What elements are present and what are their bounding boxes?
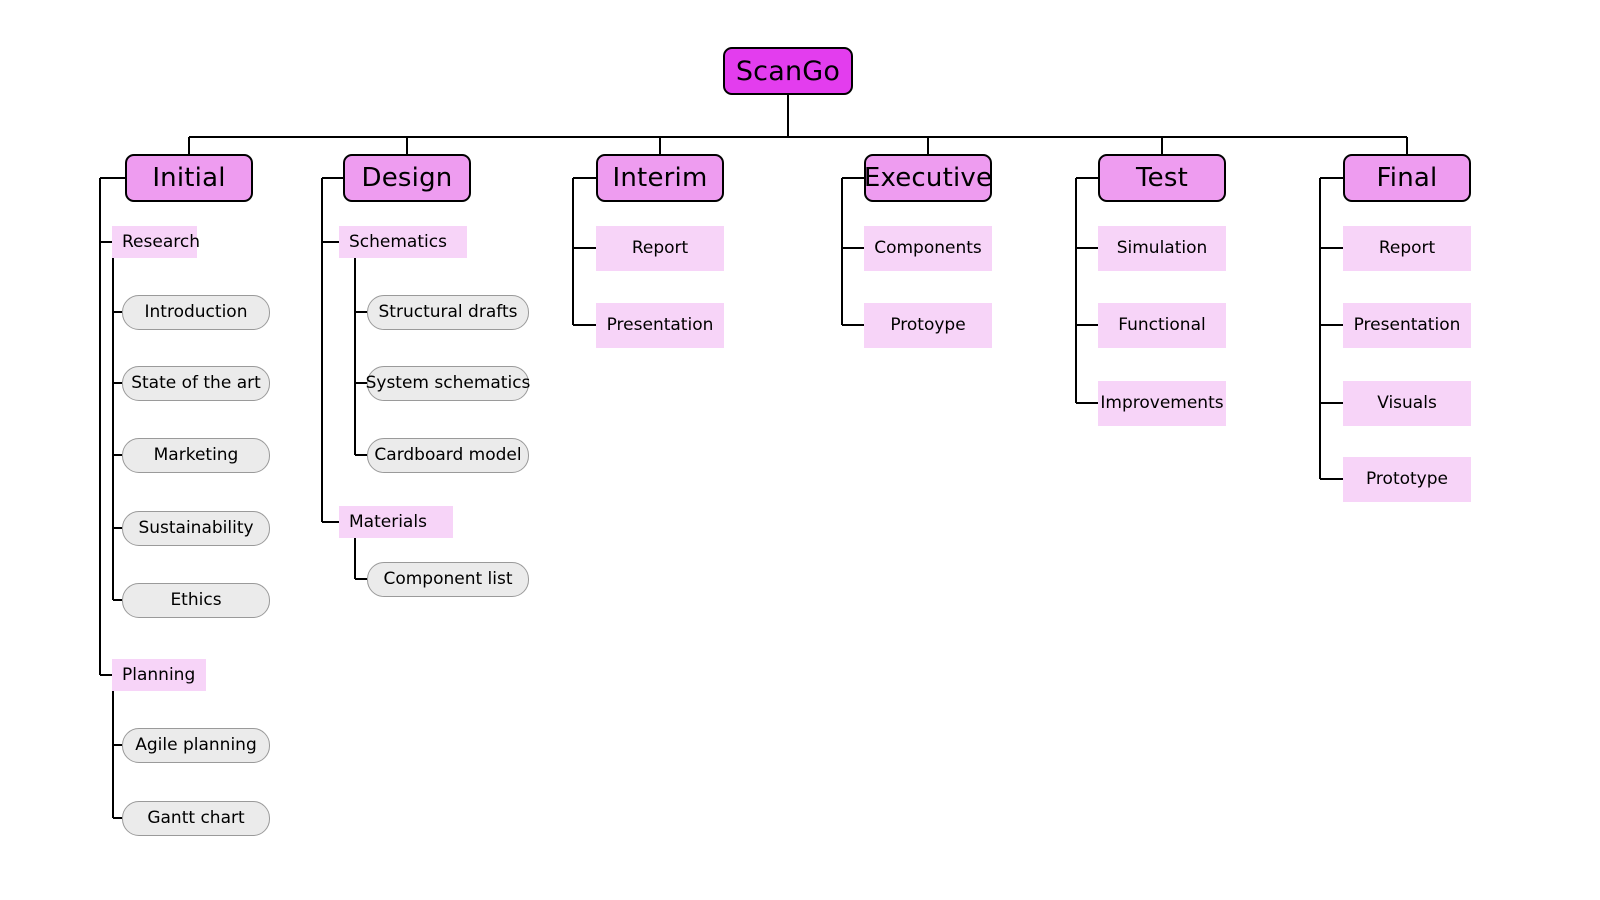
node-materials[interactable]: Materials: [339, 506, 453, 538]
node-label: Presentation: [606, 315, 714, 335]
node-label: Components: [874, 238, 982, 258]
node-label: Gantt chart: [147, 808, 245, 828]
node-final[interactable]: Final: [1343, 154, 1471, 202]
node-visuals[interactable]: Visuals: [1343, 381, 1471, 426]
node-label: Design: [361, 163, 453, 193]
node-interim[interactable]: Interim: [596, 154, 724, 202]
node-label: Executive: [863, 163, 993, 193]
node-state-of-the-art[interactable]: State of the art: [122, 366, 270, 401]
node-agile-planning[interactable]: Agile planning: [122, 728, 270, 763]
node-label: Prototype: [1365, 469, 1448, 489]
node-label: Report: [631, 238, 689, 258]
node-label: Component list: [383, 569, 513, 589]
node-label: Test: [1135, 163, 1188, 193]
node-label: Report: [1378, 238, 1436, 258]
node-label: Sustainability: [138, 518, 254, 538]
node-label: Materials: [349, 511, 427, 532]
node-research[interactable]: Research: [112, 226, 200, 258]
node-component-list[interactable]: Component list: [367, 562, 529, 597]
node-structural-drafts[interactable]: Structural drafts: [367, 295, 529, 330]
node-label: Protoype: [890, 315, 966, 335]
node-gantt-chart[interactable]: Gantt chart: [122, 801, 270, 836]
node-improvements[interactable]: Improvements: [1098, 381, 1226, 426]
node-label: ScanGo: [735, 55, 841, 87]
node-ethics[interactable]: Ethics: [122, 583, 270, 618]
node-planning[interactable]: Planning: [112, 659, 206, 691]
node-label: Final: [1376, 163, 1438, 193]
node-interim-present[interactable]: Presentation: [596, 303, 724, 348]
node-marketing[interactable]: Marketing: [122, 438, 270, 473]
node-label: Improvements: [1100, 393, 1224, 413]
root-node-root[interactable]: ScanGo: [723, 47, 853, 95]
node-protoype[interactable]: Protoype: [864, 303, 992, 348]
node-components[interactable]: Components: [864, 226, 992, 271]
node-interim-report[interactable]: Report: [596, 226, 724, 271]
node-label: Marketing: [153, 445, 239, 465]
node-label: Planning: [122, 664, 196, 685]
node-label: Ethics: [170, 590, 222, 610]
node-label: Initial: [152, 163, 226, 193]
node-test[interactable]: Test: [1098, 154, 1226, 202]
node-label: Visuals: [1377, 393, 1437, 413]
node-schematics[interactable]: Schematics: [339, 226, 467, 258]
node-label: Simulation: [1116, 238, 1208, 258]
node-cardboard-model[interactable]: Cardboard model: [367, 438, 529, 473]
node-label: System schematics: [365, 373, 531, 393]
node-final-present[interactable]: Presentation: [1343, 303, 1471, 348]
node-design[interactable]: Design: [343, 154, 471, 202]
node-label: State of the art: [131, 373, 261, 393]
node-simulation[interactable]: Simulation: [1098, 226, 1226, 271]
node-label: Schematics: [349, 231, 447, 252]
node-label: Structural drafts: [378, 302, 518, 322]
node-final-prototype[interactable]: Prototype: [1343, 457, 1471, 502]
node-introduction[interactable]: Introduction: [122, 295, 270, 330]
node-label: Interim: [612, 163, 708, 193]
node-label: Agile planning: [135, 735, 257, 755]
node-label: Presentation: [1353, 315, 1461, 335]
node-sustainability[interactable]: Sustainability: [122, 511, 270, 546]
node-final-report[interactable]: Report: [1343, 226, 1471, 271]
node-label: Research: [122, 231, 200, 252]
node-label: Introduction: [144, 302, 248, 322]
node-label: Functional: [1118, 315, 1206, 335]
node-system-schematics[interactable]: System schematics: [365, 366, 531, 401]
node-functional[interactable]: Functional: [1098, 303, 1226, 348]
node-executive[interactable]: Executive: [864, 154, 992, 202]
node-initial[interactable]: Initial: [125, 154, 253, 202]
node-label: Cardboard model: [374, 445, 522, 465]
